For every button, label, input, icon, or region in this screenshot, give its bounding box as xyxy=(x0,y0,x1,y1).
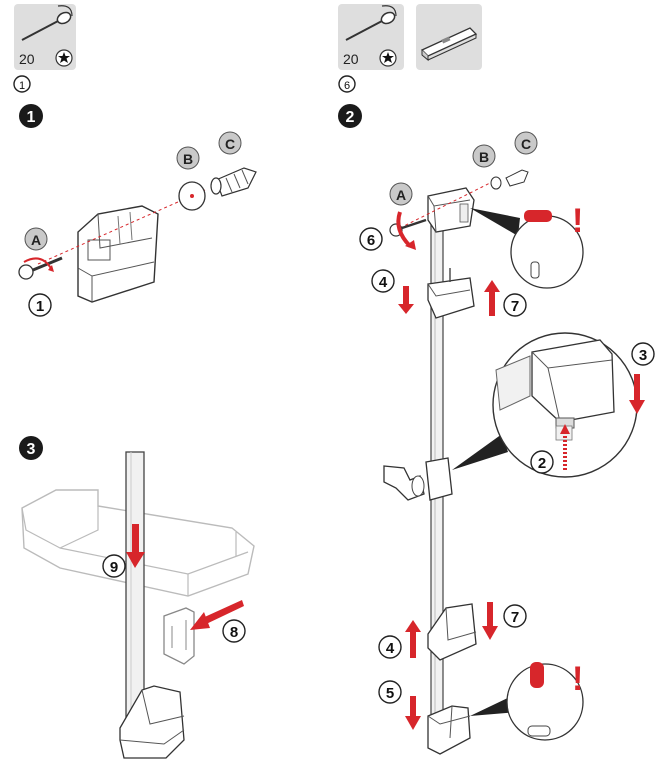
callout-2: 2 xyxy=(530,450,554,474)
small-step-badge-right: 6 xyxy=(338,75,356,93)
torx-icon xyxy=(379,49,397,67)
svg-text:9: 9 xyxy=(110,559,118,576)
rail-pole-step3 xyxy=(125,451,145,725)
svg-text:6: 6 xyxy=(344,80,350,92)
callout-7-upper: 7 xyxy=(503,293,527,317)
svg-text:4: 4 xyxy=(379,274,388,291)
svg-text:A: A xyxy=(31,232,41,248)
svg-text:2: 2 xyxy=(346,109,355,126)
bottom-bracket xyxy=(427,705,471,755)
basket-clip xyxy=(163,607,195,665)
svg-text:B: B xyxy=(479,149,489,165)
svg-text:5: 5 xyxy=(386,685,394,702)
svg-text:1: 1 xyxy=(27,109,36,126)
svg-text:C: C xyxy=(521,136,531,152)
callout-4-lower: 4 xyxy=(378,635,402,659)
screwdriver-icon xyxy=(21,5,73,41)
svg-text:2: 2 xyxy=(538,455,546,472)
callout-6: 6 xyxy=(359,227,383,251)
lower-slider xyxy=(427,603,477,661)
part-badge-a-step2: A xyxy=(389,182,413,206)
svg-text:1: 1 xyxy=(36,298,44,315)
screwdriver-icon xyxy=(345,5,397,41)
svg-text:1: 1 xyxy=(19,80,25,92)
drill-axis-line xyxy=(37,189,206,265)
tool-size-label: 20 xyxy=(19,51,35,67)
bottom-holder-step1 xyxy=(77,205,159,303)
wall-plug-c xyxy=(505,169,529,187)
warning-mark: ! xyxy=(572,202,583,240)
svg-text:6: 6 xyxy=(367,232,375,249)
svg-text:7: 7 xyxy=(511,298,519,315)
tool-box-left: 20 xyxy=(14,4,76,70)
bottom-holder-step3 xyxy=(119,685,185,759)
washer-b xyxy=(178,181,206,211)
arrow-down-5 xyxy=(405,696,421,730)
svg-text:7: 7 xyxy=(511,609,519,626)
callout-8: 8 xyxy=(222,619,246,643)
detail-bubble-bottom: ! xyxy=(470,660,584,741)
step-badge-2: 2 xyxy=(338,104,362,128)
svg-text:3: 3 xyxy=(639,347,647,364)
wall-plug-c xyxy=(210,167,257,197)
callout-7-lower: 7 xyxy=(503,604,527,628)
part-badge-c-step2: C xyxy=(514,131,538,155)
svg-text:8: 8 xyxy=(230,624,238,641)
svg-text:C: C xyxy=(225,136,235,152)
drill-axis-line xyxy=(399,177,501,229)
part-badge-c-step1: C xyxy=(218,131,242,155)
arrow-down-7 xyxy=(482,602,498,640)
torx-icon xyxy=(55,49,73,67)
part-badge-a-step1: A xyxy=(24,227,48,251)
callout-5: 5 xyxy=(378,680,402,704)
spirit-level-icon xyxy=(420,27,478,62)
step-badge-3: 3 xyxy=(19,436,43,460)
step-badge-1: 1 xyxy=(19,104,43,128)
arrow-left-8 xyxy=(190,600,244,630)
detail-bubble-top: ! xyxy=(470,202,584,289)
warning-mark: ! xyxy=(572,660,583,698)
callout-1: 1 xyxy=(28,293,52,317)
arrow-down-4 xyxy=(398,286,414,314)
part-badge-b-step1: B xyxy=(176,146,200,170)
svg-text:A: A xyxy=(396,187,406,203)
arrow-up-2 xyxy=(560,424,570,470)
upper-slider xyxy=(427,268,475,319)
rotate-arrow xyxy=(396,211,412,248)
arrow-down-3 xyxy=(629,374,645,414)
tool-box-right: 20 xyxy=(338,4,404,70)
part-badge-b-step2: B xyxy=(472,144,496,168)
arrow-down-9 xyxy=(126,524,145,568)
svg-text:B: B xyxy=(183,151,193,167)
spirit-level-box xyxy=(416,4,482,70)
svg-text:3: 3 xyxy=(27,441,36,458)
callout-9: 9 xyxy=(102,554,126,578)
callout-4-upper: 4 xyxy=(371,269,395,293)
screw-a xyxy=(389,218,427,237)
callout-3: 3 xyxy=(631,342,655,366)
svg-text:4: 4 xyxy=(386,640,395,657)
shower-holder xyxy=(383,457,453,501)
arrow-up-7 xyxy=(484,280,500,316)
washer-b xyxy=(490,176,502,190)
small-step-badge-left: 1 xyxy=(13,75,31,93)
arrow-up-4 xyxy=(405,620,421,658)
tool-size-label: 20 xyxy=(343,51,359,67)
